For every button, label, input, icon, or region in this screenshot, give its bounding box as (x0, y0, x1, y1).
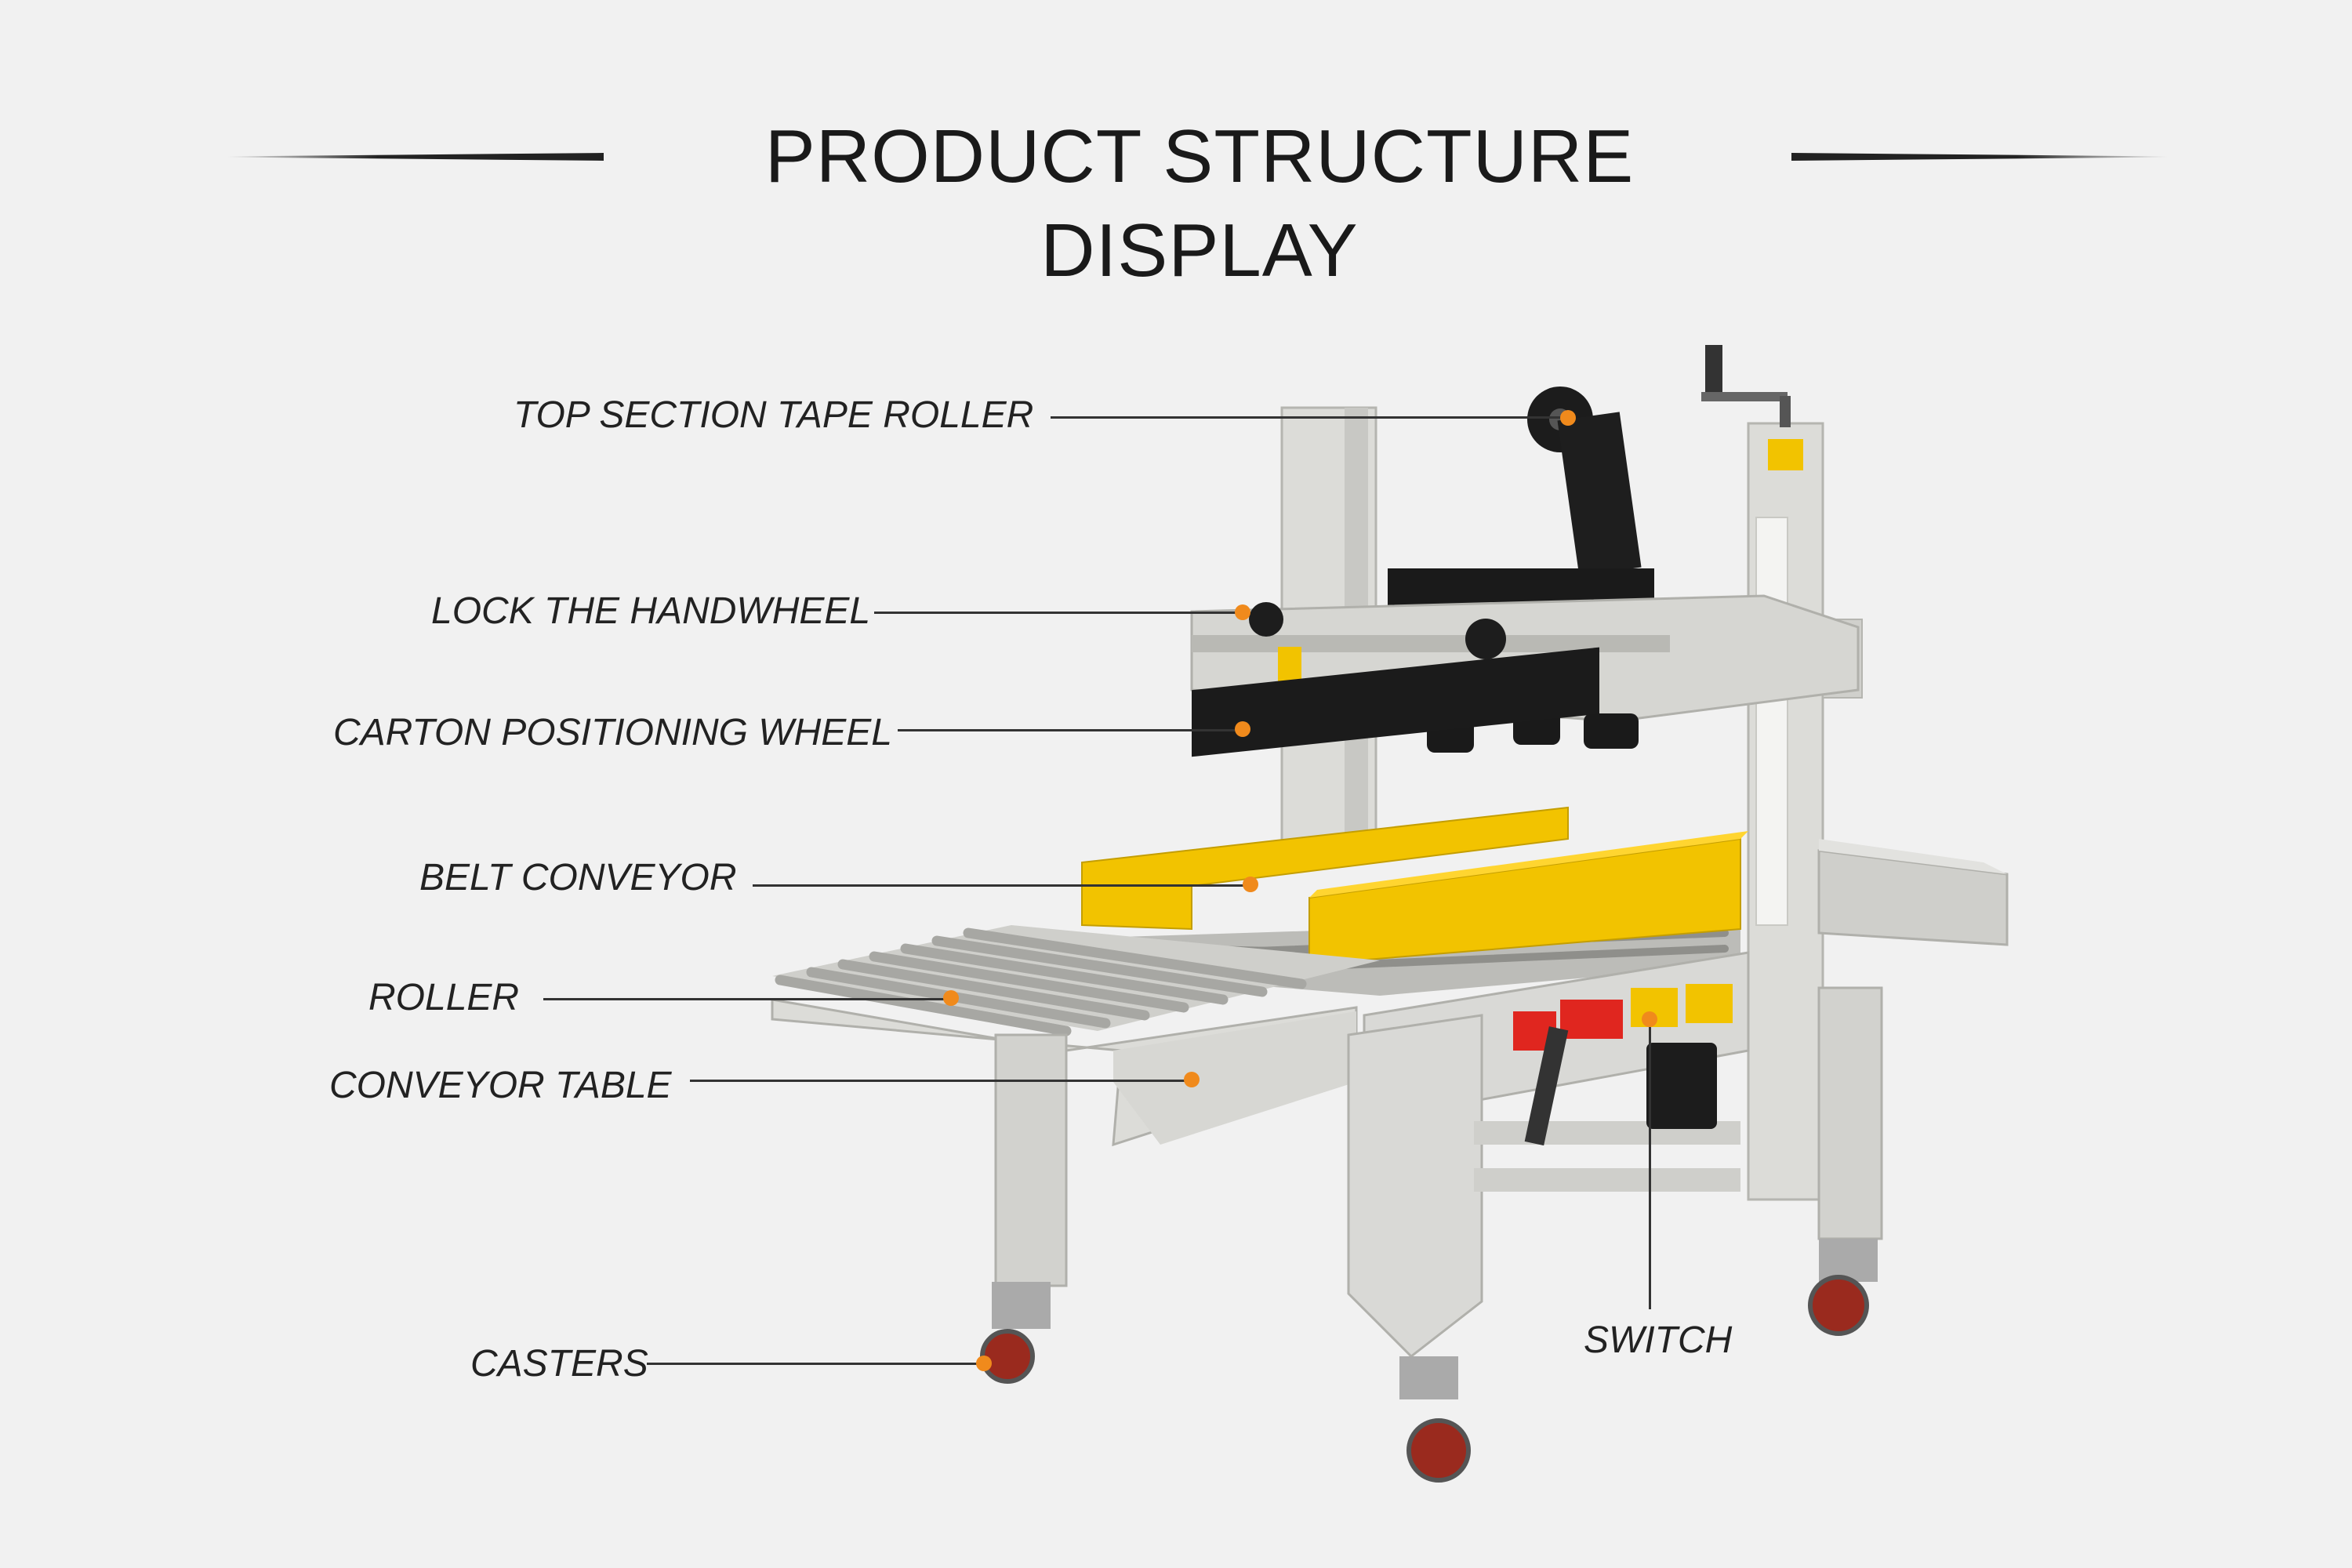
label-top-tape-roller: TOP SECTION TAPE ROLLER (514, 394, 1034, 436)
belt-conveyor (1081, 647, 1748, 966)
header-rule-left (227, 153, 604, 161)
leader-switch (1649, 1027, 1651, 1309)
leader-casters (647, 1363, 984, 1365)
tape-roller-assembly (1388, 387, 1654, 623)
label-casters: CASTERS (470, 1343, 648, 1385)
leader-lock-handwheel (874, 612, 1243, 614)
page-title: PRODUCT STRUCTURE DISPLAY (764, 114, 1635, 292)
label-belt-conveyor: BELT CONVEYOR (419, 857, 737, 898)
leader-positioning-wheel (898, 729, 1243, 731)
leader-conveyor-table (690, 1080, 1192, 1082)
leader-top-tape-roller (1051, 416, 1568, 419)
handwheel (1701, 345, 1791, 427)
label-switch: SWITCH (1584, 1319, 1733, 1361)
marker-lock-handwheel (1235, 604, 1250, 620)
label-roller: ROLLER (368, 977, 520, 1018)
header: PRODUCT STRUCTURE DISPLAY (0, 110, 2352, 292)
marker-switch (1642, 1011, 1657, 1027)
right-roller-extension (1817, 839, 2009, 946)
marker-roller (943, 990, 959, 1006)
marker-casters (976, 1356, 992, 1371)
leader-roller (543, 998, 951, 1000)
label-conveyor-table: CONVEYOR TABLE (329, 1065, 672, 1106)
marker-belt-conveyor (1243, 877, 1258, 892)
marker-positioning-wheel (1235, 721, 1250, 737)
leader-belt-conveyor (753, 884, 1247, 887)
left-roller-conveyor (771, 925, 1380, 1147)
label-positioning-wheel: CARTON POSITIONING WHEEL (333, 712, 892, 753)
header-rule-right (1791, 153, 2168, 161)
marker-top-tape-roller (1560, 410, 1576, 426)
legs (994, 986, 1883, 1358)
label-lock-handwheel: LOCK THE HANDWHEEL (431, 590, 871, 632)
marker-conveyor-table (1184, 1072, 1200, 1087)
right-column (1747, 422, 1863, 1201)
